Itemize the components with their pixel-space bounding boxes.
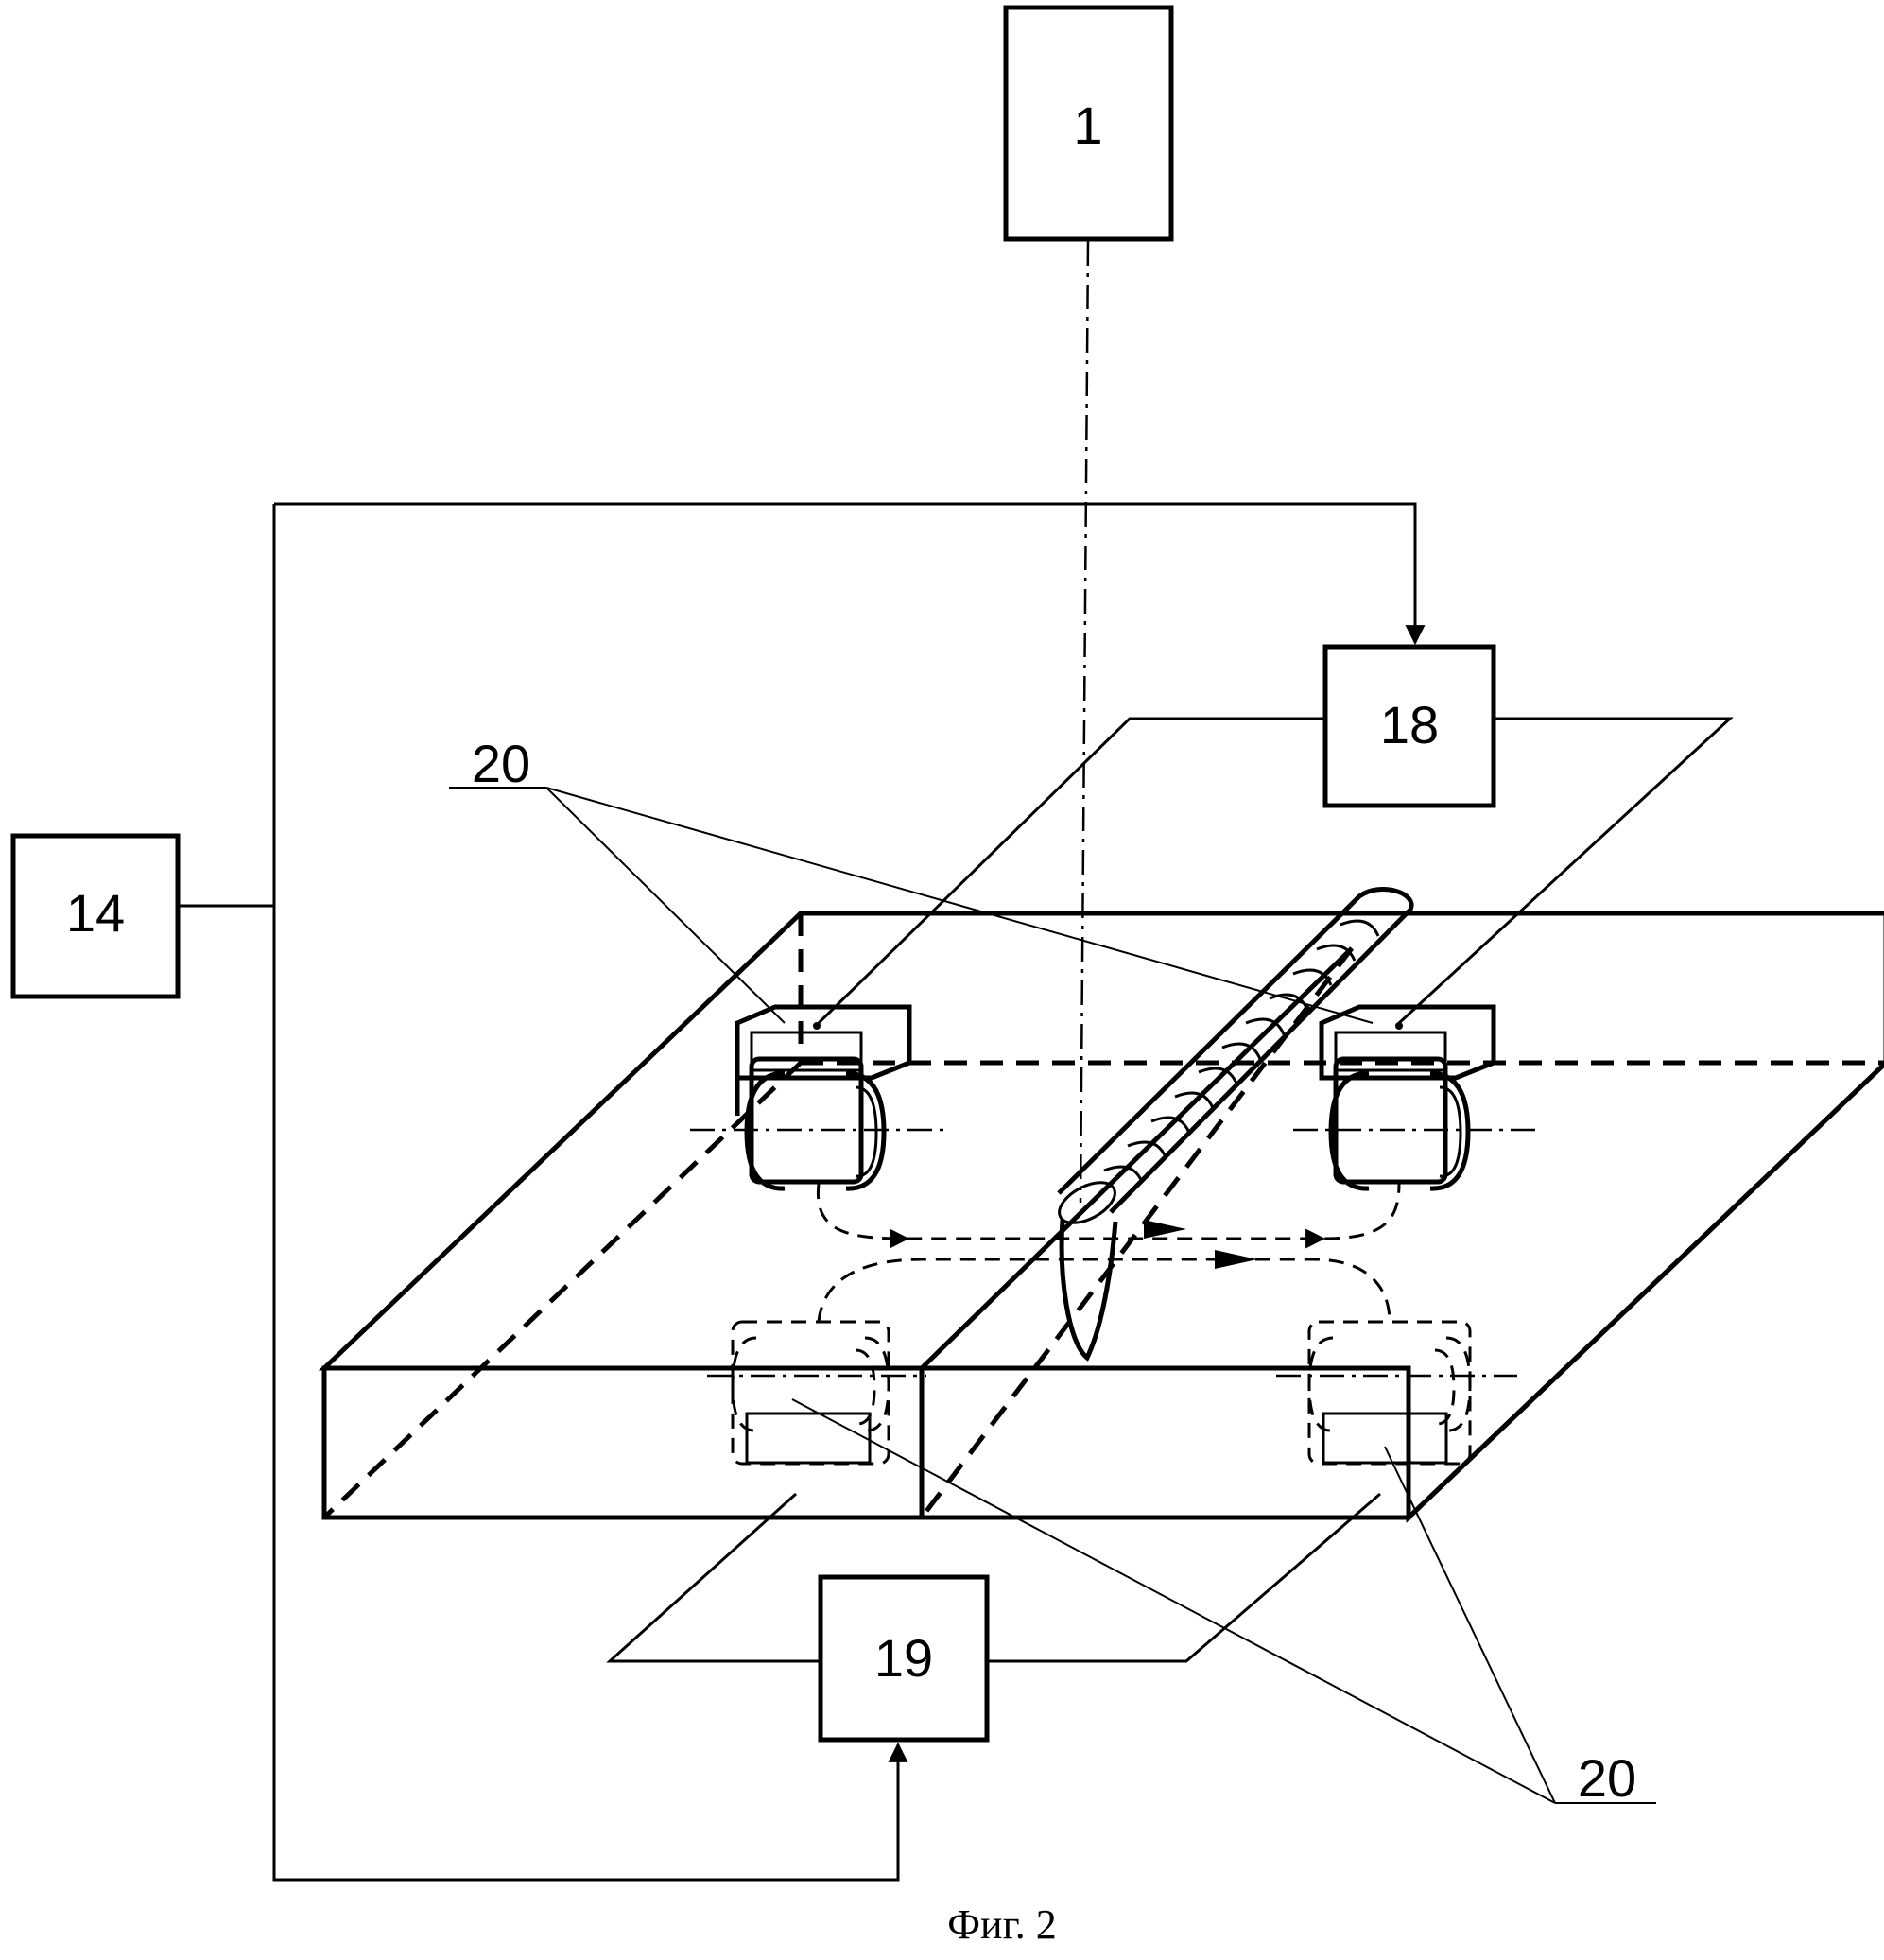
block-14-label: 14 (66, 883, 125, 943)
block-1-label: 1 (1073, 95, 1102, 155)
block-18-label: 18 (1380, 695, 1439, 755)
callout-20-top-label: 20 (472, 734, 530, 793)
magnet-lower-right (1276, 1322, 1517, 1464)
control-lines (178, 504, 1415, 1880)
block-14: 14 (13, 836, 178, 997)
magnet-upper-right (1293, 1007, 1536, 1188)
weld-bead (1053, 890, 1411, 1358)
magnet-lower-left (707, 1322, 926, 1464)
block-19-label: 19 (874, 1628, 933, 1688)
block-19: 19 (821, 1577, 987, 1740)
figure-caption: Фиг. 2 (947, 1901, 1056, 1948)
beam-axis (1080, 241, 1088, 1203)
block-1: 1 (1006, 8, 1171, 239)
callout-20-top: 20 (449, 734, 1373, 1023)
magnet-upper-left (690, 1007, 945, 1188)
block-18: 18 (1325, 647, 1494, 806)
workpiece-plate (324, 913, 1884, 1518)
callout-20-bottom-label: 20 (1578, 1748, 1636, 1808)
